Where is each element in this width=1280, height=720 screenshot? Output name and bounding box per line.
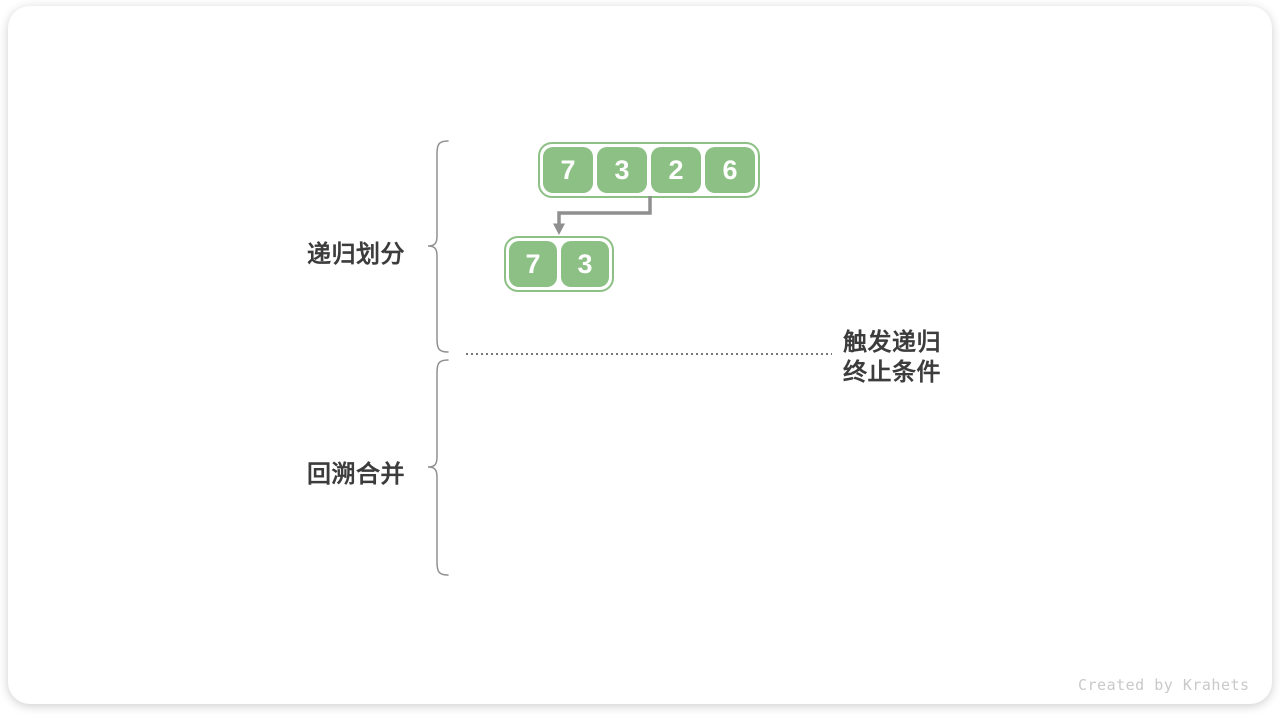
label-backtrack-merge: 回溯合并 [307,461,405,488]
array-cell: 7 [543,147,593,193]
watermark-credit: Created by Krahets [1078,676,1250,694]
brace-divide [427,140,449,353]
brace-merge [427,359,449,576]
termination-dotted-line [466,353,832,355]
divide-arrow-icon [553,196,652,235]
diagram-card [8,6,1272,704]
array-cell: 7 [509,241,557,287]
termination-annotation: 触发递归 终止条件 [843,328,941,388]
array-cell: 6 [705,147,755,193]
array-cell: 2 [651,147,701,193]
array-cell: 3 [561,241,609,287]
termination-annotation-line1: 触发递归 [843,329,941,356]
array-cell: 3 [597,147,647,193]
termination-annotation-line2: 终止条件 [843,359,941,386]
label-recursive-divide: 递归划分 [307,241,405,268]
